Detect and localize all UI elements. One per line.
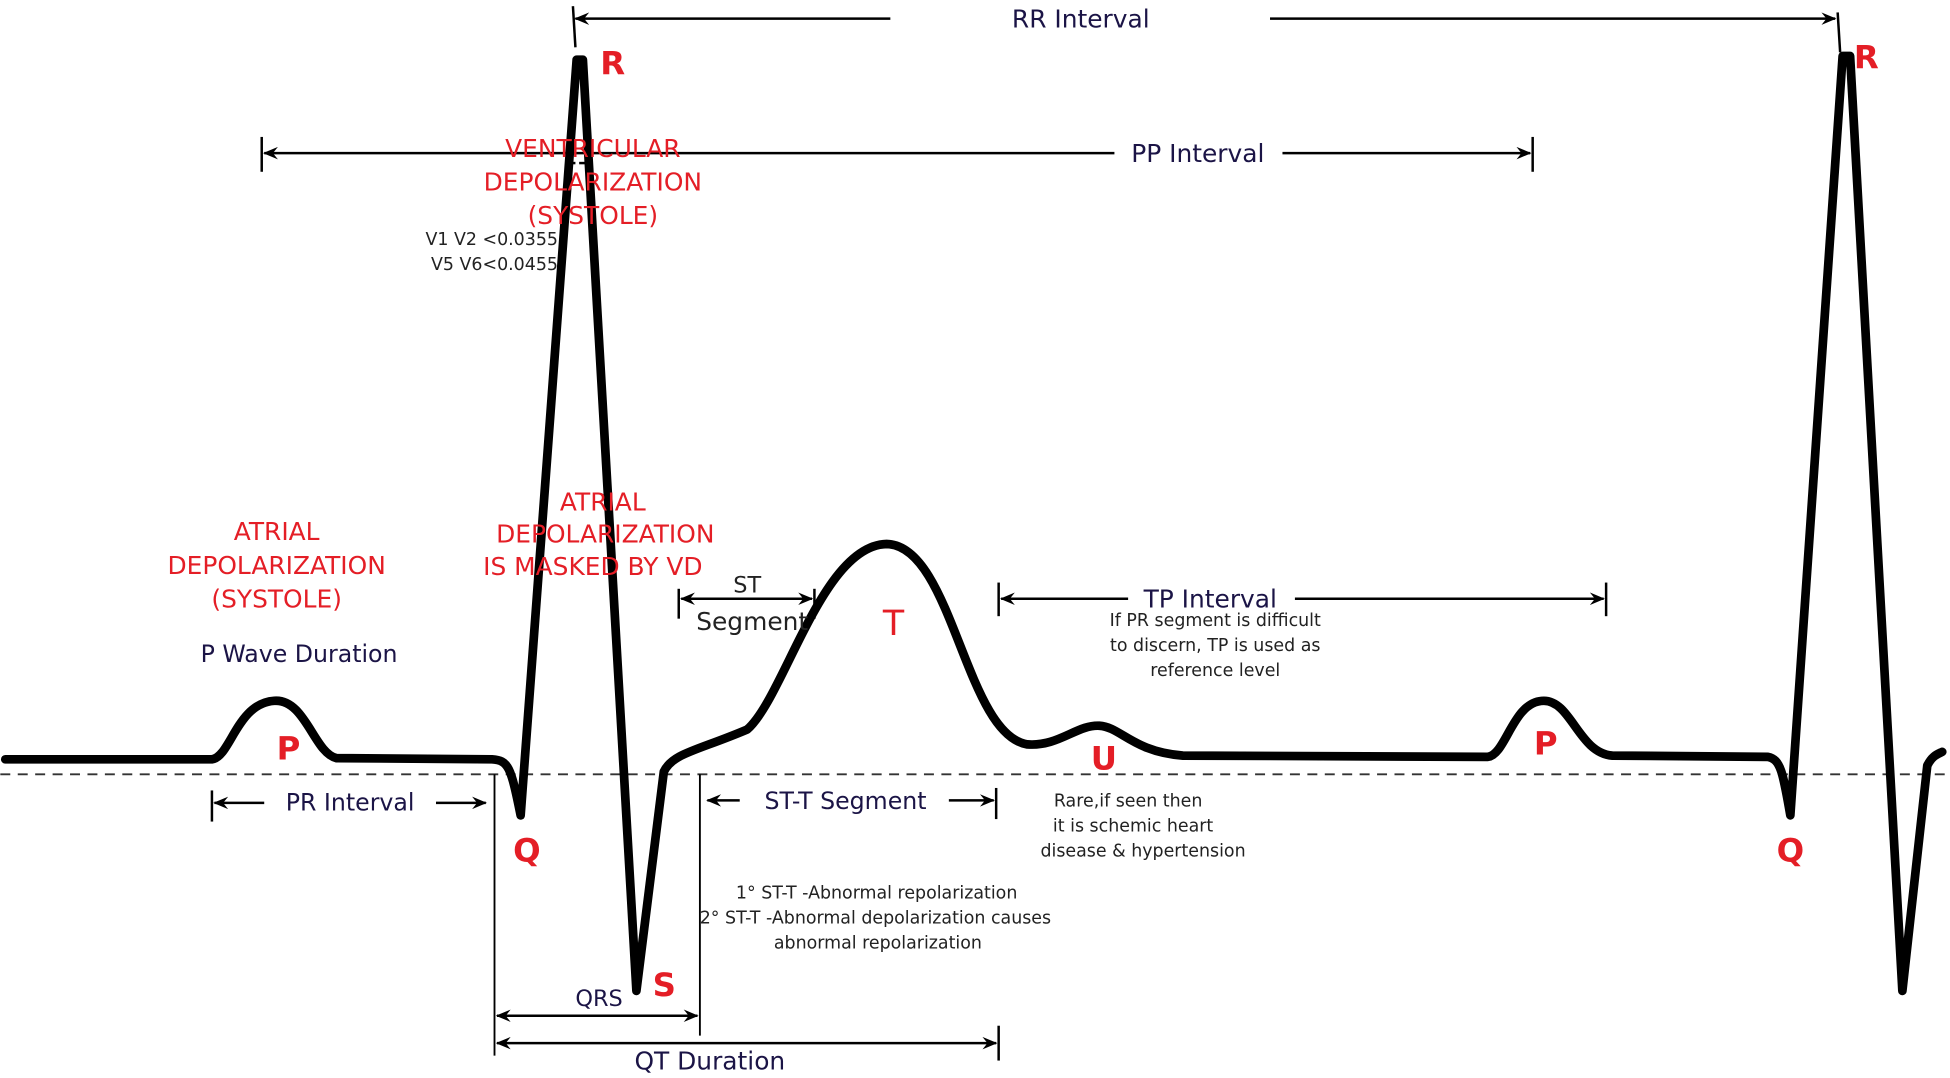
svg-text:DEPOLARIZATION: DEPOLARIZATION	[167, 551, 385, 580]
svg-text:2° ST-T -Abnormal depolarizati: 2° ST-T -Abnormal depolarization causes	[700, 909, 1051, 929]
svg-text:DEPOLARIZATION: DEPOLARIZATION	[484, 167, 702, 196]
svg-text:abnormal repolarization: abnormal repolarization	[774, 934, 982, 954]
u-wave-note: Rare,if seen then it is schemic heart di…	[1040, 792, 1245, 862]
st-t-segment-label: ST-T Segment	[765, 787, 927, 815]
r-wave-label-2: R	[1854, 38, 1879, 76]
st-t-note: 1° ST-T -Abnormal repolarization 2° ST-T…	[700, 884, 1051, 954]
pr-interval-label: PR Interval	[286, 788, 415, 816]
svg-text:(SYSTOLE): (SYSTOLE)	[211, 584, 342, 613]
svg-text:(SYSTOLE): (SYSTOLE)	[528, 201, 659, 230]
svg-text:DEPOLARIZATION: DEPOLARIZATION	[496, 520, 714, 549]
svg-text:IS MASKED BY VD: IS MASKED BY VD	[483, 552, 702, 581]
st-segment: ST Segment	[677, 573, 816, 636]
pp-interval-label: PP Interval	[1131, 139, 1264, 168]
s-wave-label: S	[653, 966, 676, 1004]
svg-text:ST: ST	[733, 573, 761, 599]
qrs-label: QRS	[575, 986, 622, 1012]
svg-text:disease & hypertension: disease & hypertension	[1040, 841, 1245, 861]
svg-text:V5 V6<0.0455: V5 V6<0.0455	[431, 255, 558, 275]
svg-text:ATRIAL: ATRIAL	[234, 517, 320, 546]
svg-text:Segment: Segment	[696, 607, 808, 636]
tp-note: If PR segment is difficult to discern, T…	[1110, 611, 1321, 681]
rr-interval: RR Interval	[571, 4, 1842, 53]
qt-duration: QT Duration	[495, 1025, 1000, 1075]
ecg-trace	[0, 51, 1947, 996]
ventricular-depolarization-note: VENTRICULAR DEPOLARIZATION (SYSTOLE)	[484, 134, 702, 230]
atrial-masked-note: ATRIAL DEPOLARIZATION IS MASKED BY VD	[483, 487, 714, 581]
r-wave-label: R	[600, 45, 625, 83]
p-wave-label-2: P	[1534, 724, 1558, 762]
svg-text:reference level: reference level	[1150, 661, 1280, 681]
qrs-duration: QRS	[495, 986, 699, 1022]
atrial-depolarization-note: ATRIAL DEPOLARIZATION (SYSTOLE)	[167, 517, 385, 613]
svg-text:VENTRICULAR: VENTRICULAR	[505, 134, 680, 163]
svg-text:Rare,if seen then: Rare,if seen then	[1054, 792, 1203, 812]
svg-text:V1 V2 <0.0355: V1 V2 <0.0355	[425, 230, 558, 250]
svg-text:If PR segment is difficult: If PR segment is difficult	[1110, 611, 1321, 631]
pp-interval: PP Interval	[260, 136, 1534, 172]
u-wave-label: U	[1091, 739, 1117, 777]
st-t-segment: ST-T Segment	[706, 787, 998, 820]
qrs-limits-note: V1 V2 <0.0355 V5 V6<0.0455	[425, 230, 558, 275]
tp-interval: TP Interval	[997, 582, 1608, 617]
pr-interval: PR Interval	[210, 788, 488, 822]
p-wave-duration-label: P Wave Duration	[201, 640, 398, 668]
q-wave-label: Q	[513, 831, 541, 869]
svg-text:1° ST-T -Abnormal repolarizati: 1° ST-T -Abnormal repolarization	[736, 884, 1017, 904]
tp-interval-label: TP Interval	[1143, 584, 1277, 613]
qt-duration-label: QT Duration	[634, 1046, 785, 1075]
svg-text:ATRIAL: ATRIAL	[560, 487, 646, 516]
rr-interval-label: RR Interval	[1012, 4, 1150, 33]
t-wave-label: T	[882, 604, 905, 644]
q-wave-label-2: Q	[1777, 831, 1805, 869]
p-wave-label: P	[277, 729, 301, 767]
svg-text:it is schemic heart: it is schemic heart	[1053, 817, 1213, 837]
svg-text:to discern, TP is used as: to discern, TP is used as	[1110, 636, 1320, 656]
